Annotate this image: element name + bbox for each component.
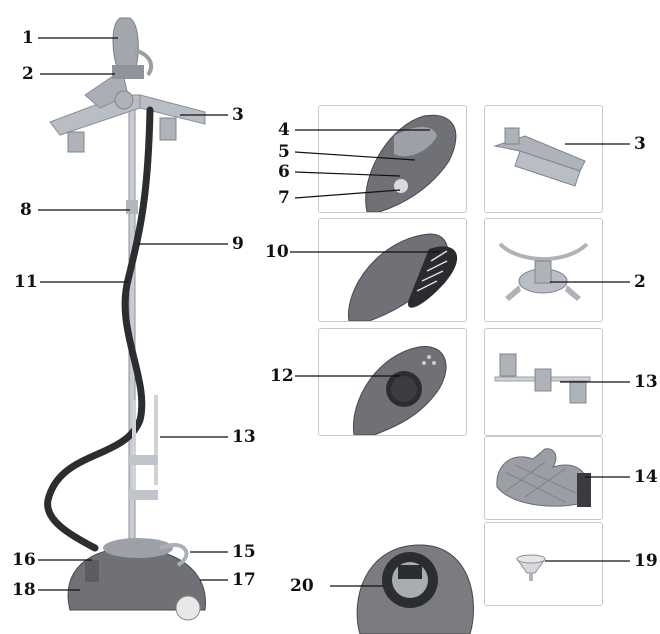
accessory-label-19: 19 [634, 552, 658, 570]
hanger-base-accessory-panel [484, 218, 603, 322]
accessory-label-13: 13 [634, 373, 658, 391]
accessory-label-2: 2 [634, 273, 646, 291]
hanger-accessory-panel [484, 105, 603, 213]
glove-accessory-panel [484, 436, 603, 520]
clip-rod-accessory-panel [484, 328, 603, 436]
accessory-label-3: 3 [634, 135, 646, 153]
accessory-label-14: 14 [634, 468, 658, 486]
label-20: 20 [290, 577, 314, 595]
funnel-accessory-panel [484, 522, 603, 606]
